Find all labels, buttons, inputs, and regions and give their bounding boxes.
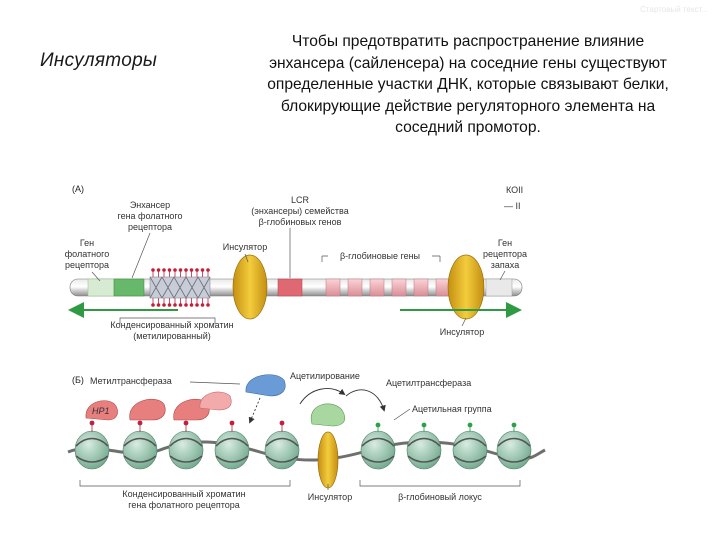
insulator-left-label: Инсулятор <box>223 242 267 252</box>
acetyltransferase-green <box>311 404 345 426</box>
methyltransferase-arrow <box>250 398 260 422</box>
acetyltransferase-label: Ацетилтрансфераза <box>386 378 471 388</box>
acetyl-dots-b <box>376 423 517 432</box>
corner-text-2: — II <box>504 201 521 211</box>
enhancer-segment <box>114 279 144 296</box>
acetylation-label: Ацетилирование <box>290 371 360 381</box>
enhancer-label-3: рецептора <box>128 222 172 232</box>
hp1-label: HP1 <box>92 406 110 416</box>
condensed-chromatin-a <box>150 277 210 298</box>
folate-gene-label-1: Ген <box>80 238 94 248</box>
acetylation-arrow-right <box>346 390 384 410</box>
enhancer-label-1: Энхансер <box>130 200 170 210</box>
acetyl-leader <box>394 409 410 420</box>
folate-gene-label-2: фолатного <box>65 249 109 259</box>
enhancer-label-2: гена фолатного <box>117 211 182 221</box>
odor-gene-segment <box>486 279 512 296</box>
methyl-dots-b <box>90 421 285 432</box>
odor-gene-label-2: рецептора <box>483 249 527 259</box>
acetylation-arrow-left <box>300 389 344 404</box>
panel-a-label: (А) <box>72 184 84 194</box>
corner-text-1: КОII <box>506 185 523 195</box>
insulator-left-shape <box>233 255 267 319</box>
folate-gene-segment <box>88 279 114 296</box>
nucleosomes <box>75 431 531 469</box>
acetyl-group-label: Ацетильная группа <box>412 404 492 414</box>
methyltransferase-label: Метилтрансфераза <box>90 376 172 386</box>
methyltransferase-leader <box>190 382 240 384</box>
globin-locus-label: β-глобиновый локус <box>398 492 482 502</box>
lcr-label-2: (энхансеры) семейства <box>251 206 348 216</box>
panel-a: (А) КОII — II Ген фолатно <box>65 184 527 341</box>
panel-b: (Б) HP1 Метилтрансфераза Ацетилирование … <box>68 371 545 510</box>
chromatin-b-label-1: Конденсированный хроматин <box>122 489 245 499</box>
chromatin-a-label-2: (метилированный) <box>133 331 210 341</box>
insulator-right-label: Инсулятор <box>440 327 484 337</box>
odor-gene-label-1: Ген <box>498 238 512 248</box>
globin-genes-label: β-глобиновые гены <box>340 251 420 261</box>
insulator-b-label: Инсулятор <box>308 492 352 502</box>
lcr-label-3: β-глобиновых генов <box>259 217 342 227</box>
chromatin-b-label-2: гена фолатного рецептора <box>128 500 240 510</box>
odor-gene-label-3: запаха <box>491 260 519 270</box>
lcr-label-1: LCR <box>291 195 310 205</box>
insulator-b-shape <box>318 432 338 488</box>
lcr-segment <box>278 279 302 296</box>
folate-gene-label-3: рецептора <box>65 260 109 270</box>
panel-b-label: (Б) <box>72 375 84 385</box>
methyltransferase-shape <box>246 375 285 396</box>
